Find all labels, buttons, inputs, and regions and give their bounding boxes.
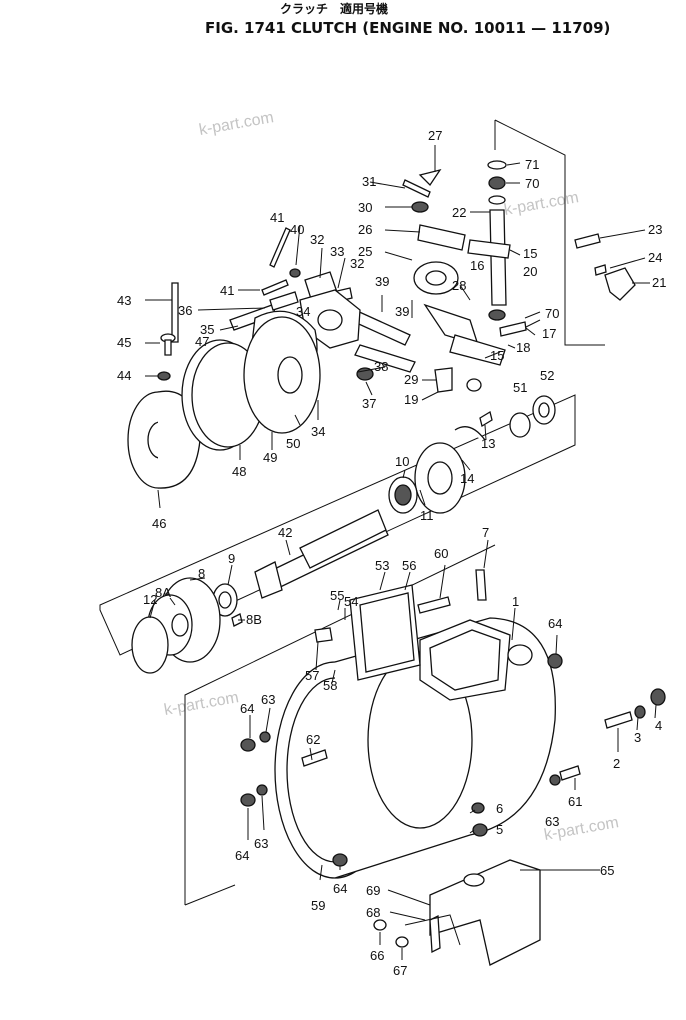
callout-28: 28 <box>452 278 466 293</box>
callout-70: 70 <box>525 176 539 191</box>
callout-32-right: 32 <box>350 256 364 271</box>
callout-63-upper: 63 <box>261 692 275 707</box>
callout-43: 43 <box>117 293 131 308</box>
callout-8A: 8A <box>155 585 171 600</box>
release-shaft-assembly <box>402 160 636 393</box>
callout-32-left: 32 <box>310 232 324 247</box>
callout-38: 38 <box>374 359 388 374</box>
callout-6: 6 <box>496 801 503 816</box>
callout-49: 49 <box>263 450 277 465</box>
watermark: k-part.com <box>163 689 240 719</box>
callout-64-bottom: 64 <box>333 881 347 896</box>
callout-61: 61 <box>568 794 582 809</box>
callout-33: 33 <box>330 244 344 259</box>
callout-42: 42 <box>278 525 292 540</box>
callout-34-upper: 34 <box>296 304 310 319</box>
callout-13: 13 <box>481 436 495 451</box>
callout-15-upper: 15 <box>523 246 537 261</box>
callout-55: 55 <box>330 588 344 603</box>
callout-39-upper: 39 <box>375 274 389 289</box>
figure-title: FIG. 1741 CLUTCH (ENGINE NO. 10011 — 117… <box>205 19 610 37</box>
callout-26: 26 <box>358 222 372 237</box>
callout-8: 8 <box>198 566 205 581</box>
callout-37: 37 <box>362 396 376 411</box>
callout-23: 23 <box>648 222 662 237</box>
callout-1: 1 <box>512 594 519 609</box>
callout-63-right: 63 <box>545 814 559 829</box>
callout-56: 56 <box>402 558 416 573</box>
callout-52: 52 <box>540 368 554 383</box>
callout-34-lower: 34 <box>311 424 325 439</box>
callout-64-right: 64 <box>548 616 562 631</box>
callout-19: 19 <box>404 392 418 407</box>
callout-22: 22 <box>452 205 466 220</box>
callout-64-lower: 64 <box>235 848 249 863</box>
callout-46: 46 <box>152 516 166 531</box>
callout-44: 44 <box>117 368 131 383</box>
callout-63-lower: 63 <box>254 836 268 851</box>
callout-45: 45 <box>117 335 131 350</box>
callout-14: 14 <box>460 471 474 486</box>
callout-9: 9 <box>228 551 235 566</box>
main-shaft <box>131 509 389 674</box>
callout-65: 65 <box>600 863 614 878</box>
callout-51: 51 <box>513 380 527 395</box>
callout-39-lower: 39 <box>395 304 409 319</box>
callout-58: 58 <box>323 678 337 693</box>
callout-4: 4 <box>655 718 662 733</box>
callout-20: 20 <box>523 264 537 279</box>
callout-2: 2 <box>613 756 620 771</box>
callout-47: 47 <box>195 334 209 349</box>
callout-66: 66 <box>370 948 384 963</box>
callout-17: 17 <box>542 326 556 341</box>
callout-71: 71 <box>525 157 539 172</box>
callout-41-upper: 41 <box>270 210 284 225</box>
callout-labels: 27 71 31 70 30 22 26 25 15 23 24 21 16 2… <box>117 128 666 978</box>
callout-57: 57 <box>305 668 319 683</box>
callout-30: 30 <box>358 200 372 215</box>
callout-67: 67 <box>393 963 407 978</box>
callout-69: 69 <box>366 883 380 898</box>
clutch-housing <box>240 569 666 966</box>
callout-8B: 8B <box>246 612 262 627</box>
callout-29: 29 <box>404 372 418 387</box>
callout-21: 21 <box>652 275 666 290</box>
callout-60: 60 <box>434 546 448 561</box>
callout-48: 48 <box>232 464 246 479</box>
callout-25: 25 <box>358 244 372 259</box>
callout-36: 36 <box>178 303 192 318</box>
callout-3: 3 <box>634 730 641 745</box>
watermark: k-part.com <box>198 109 275 139</box>
callout-54: 54 <box>344 594 358 609</box>
watermark: k-part.com <box>503 189 580 219</box>
callout-62: 62 <box>306 732 320 747</box>
callout-41-lower: 41 <box>220 283 234 298</box>
callout-18: 18 <box>516 340 530 355</box>
callout-70-lower: 70 <box>545 306 559 321</box>
callout-10: 10 <box>395 454 409 469</box>
clutch-cover-assembly <box>127 282 279 489</box>
callout-64-upper: 64 <box>240 701 254 716</box>
callout-15-lower: 15 <box>490 348 504 363</box>
callout-50: 50 <box>286 436 300 451</box>
clutch-disc <box>243 316 321 434</box>
callout-16: 16 <box>470 258 484 273</box>
callout-53: 53 <box>375 558 389 573</box>
callout-24: 24 <box>648 250 662 265</box>
leader-lines <box>145 145 657 960</box>
callout-59: 59 <box>311 898 325 913</box>
callout-27: 27 <box>428 128 442 143</box>
callout-31: 31 <box>362 174 376 189</box>
callout-35: 35 <box>200 322 214 337</box>
callout-40: 40 <box>290 222 304 237</box>
callout-7: 7 <box>482 525 489 540</box>
japanese-heading: クラッチ 適用号機 <box>280 1 388 16</box>
bearing-retainer-assembly <box>388 395 556 514</box>
callout-11: 11 <box>420 508 434 523</box>
callout-12: 12 <box>143 592 157 607</box>
callout-5: 5 <box>496 822 503 837</box>
callout-68: 68 <box>366 905 380 920</box>
